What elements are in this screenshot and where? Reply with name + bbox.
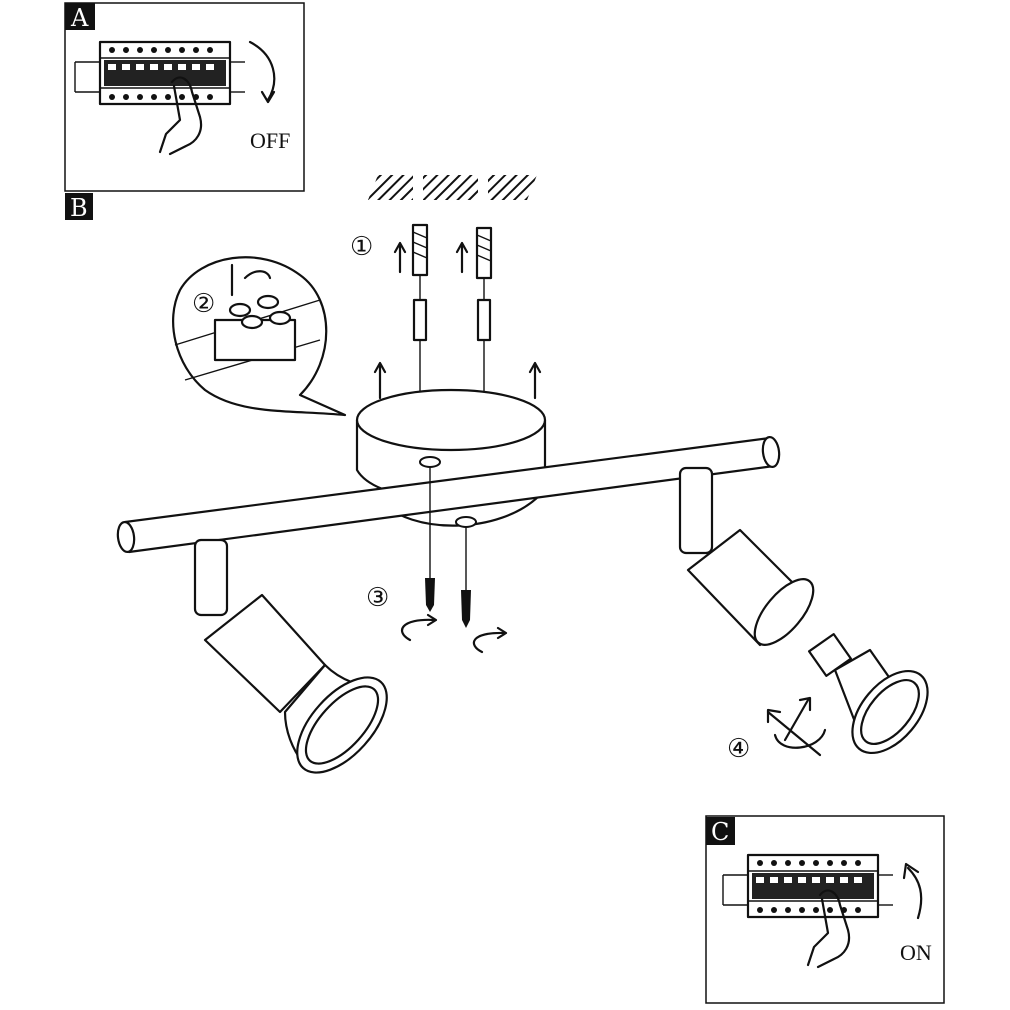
terminal-block-callout bbox=[172, 256, 347, 417]
panel-b-label: B bbox=[70, 194, 88, 222]
ceiling-hatch bbox=[368, 175, 537, 200]
screws bbox=[400, 467, 508, 654]
step-2-marker: ② bbox=[192, 289, 215, 319]
panel-c-state: ON bbox=[900, 940, 932, 965]
panel-a-state: OFF bbox=[250, 128, 290, 153]
panel-a-switch-off: A OFF bbox=[64, 2, 305, 192]
rotate-arrow-icon bbox=[248, 40, 276, 102]
breaker-icon bbox=[73, 40, 247, 156]
spotlight-bar bbox=[116, 435, 781, 554]
panel-c-label: C bbox=[711, 818, 729, 846]
panel-a-label-box bbox=[65, 3, 95, 30]
rotate-arrow-icon bbox=[906, 866, 923, 920]
spotlight-left bbox=[193, 538, 388, 774]
step-3-marker: ③ bbox=[366, 583, 389, 613]
up-arrow-icons bbox=[373, 241, 542, 400]
wall-plug-right bbox=[475, 226, 493, 392]
spotlight-right bbox=[678, 466, 815, 647]
step-4-marker: ④ bbox=[727, 734, 750, 764]
panel-b-label-box bbox=[65, 193, 93, 220]
panel-a-label: A bbox=[70, 4, 89, 32]
twist-arrow-icon bbox=[766, 696, 827, 757]
gu10-bulb bbox=[808, 633, 929, 755]
panel-c-label-box bbox=[706, 817, 735, 845]
panel-c-switch-on: C ON bbox=[705, 815, 945, 1004]
wall-plug-left bbox=[411, 223, 429, 392]
breaker-icon bbox=[721, 853, 895, 969]
step-1-marker: ① bbox=[350, 232, 373, 262]
